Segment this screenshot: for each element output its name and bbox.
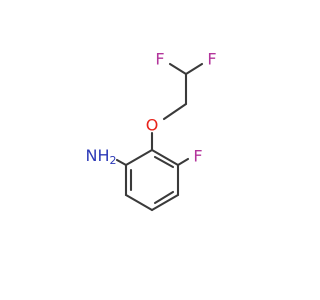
molecule-structure: F F O F NH2 [86,50,217,212]
ring-double-bond-2 [153,190,175,205]
atom-n: NH2 [86,146,117,167]
ring-bond-3 [150,193,180,212]
bond-chf2-f2 [184,62,204,76]
atom-f3: F [193,147,202,166]
bond-ring-n [115,158,128,167]
atom-n-symbol: NH [86,146,110,165]
ring-double-bond-1 [153,155,175,169]
atom-labels: F F O F NH2 [86,50,217,167]
ring-bond-1 [150,148,180,167]
bond-ring-f3 [176,157,190,167]
bond-f1-chf2 [168,62,188,76]
ring-bond-4 [124,193,154,212]
bonds [115,62,204,212]
atom-o: O [146,116,159,135]
atom-f1: F [155,50,164,69]
bond-ch2-o [162,102,188,121]
ring-bond-6 [124,148,154,167]
atom-n-subscript: 2 [110,154,117,167]
atom-f2: F [207,50,216,69]
